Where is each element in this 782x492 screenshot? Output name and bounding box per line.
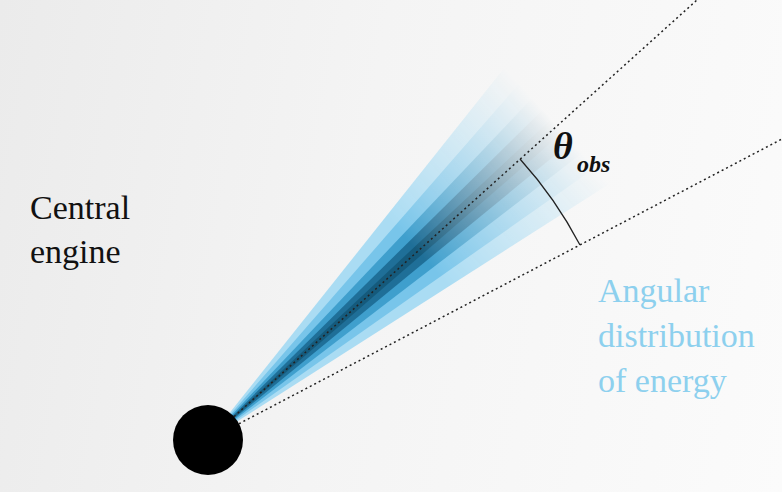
angle-symbol: θ — [553, 124, 573, 168]
jet-cone — [154, 59, 618, 492]
energy-label: Angular distribution of energy — [598, 268, 778, 403]
observer-line — [208, 139, 782, 440]
angle-subscript: obs — [577, 150, 610, 178]
engine-label: Central engine — [30, 186, 180, 274]
angle-arc — [520, 159, 580, 245]
central-engine — [173, 405, 243, 475]
